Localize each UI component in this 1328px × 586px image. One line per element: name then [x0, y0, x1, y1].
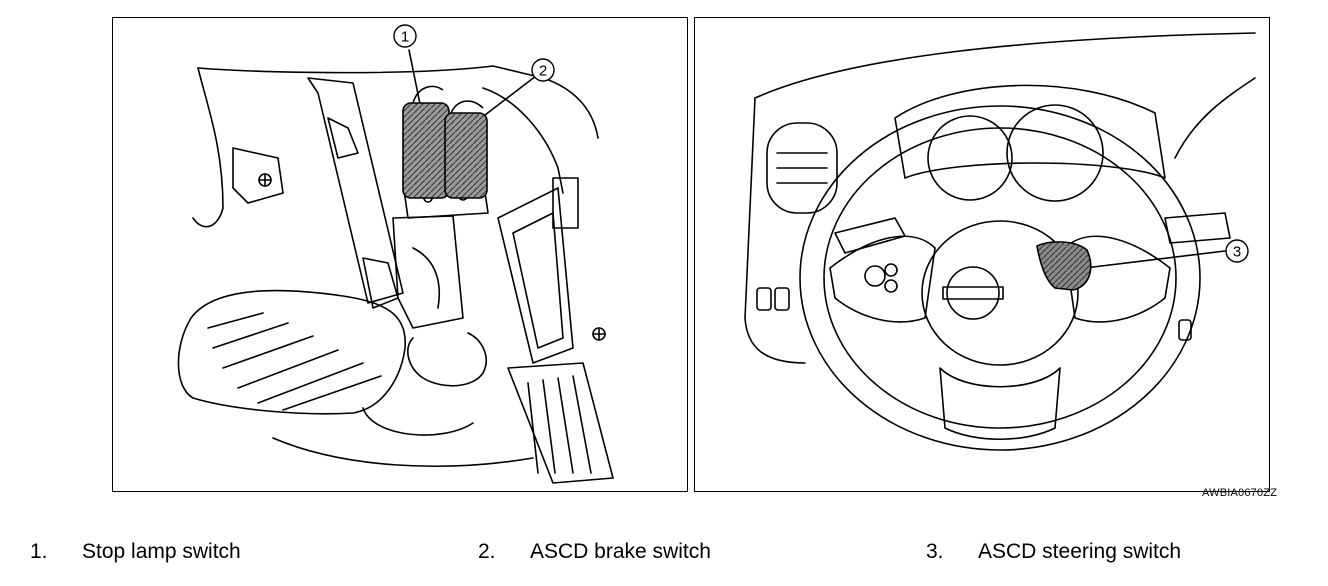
callout-3: 3	[1225, 239, 1249, 263]
emblem	[946, 266, 1000, 320]
ascd-steering-switch	[1036, 241, 1092, 291]
callout-leader-1	[408, 49, 421, 105]
steering-wheel-illustration: 3	[694, 17, 1270, 492]
air-vent	[766, 122, 838, 214]
callout-3-label: 3	[1233, 244, 1241, 261]
callout-1: 1	[393, 24, 417, 48]
brake-pedal-pad	[177, 289, 406, 415]
brake-pedal-illustration: 1 2	[112, 17, 688, 492]
legend-number: 2.	[478, 540, 496, 563]
pedal-arm	[307, 77, 404, 304]
lower-spoke	[939, 367, 1061, 440]
callout-2: 2	[531, 58, 555, 82]
callout-2-label: 2	[539, 63, 547, 80]
steering-hub	[921, 220, 1079, 366]
legend-label: ASCD steering switch	[978, 540, 1182, 563]
legend-label: ASCD brake switch	[530, 540, 711, 563]
legend-number: 1.	[30, 540, 48, 563]
figure-code: AWBIA0670ZZ	[1202, 487, 1278, 499]
callout-leader-2	[484, 75, 537, 116]
legend-number: 3.	[926, 540, 944, 563]
steering-wheel-rim	[799, 105, 1201, 451]
stop-lamp-switch	[402, 85, 450, 199]
legend-label: Stop lamp switch	[82, 540, 241, 563]
dashboard-top	[754, 32, 1256, 99]
wire	[482, 87, 564, 194]
accelerator-pedal	[507, 362, 614, 484]
steering-wheel-drawing: 3	[744, 32, 1256, 451]
left-spoke	[829, 235, 936, 323]
meter-hood	[894, 84, 1166, 179]
dashboard-left	[744, 97, 806, 364]
accelerator-bracket	[497, 187, 574, 364]
ascd-brake-switch	[444, 100, 488, 199]
callout-leader-3	[1084, 250, 1226, 269]
brake-pedal-drawing: 1 2	[177, 24, 614, 484]
boot	[407, 332, 487, 387]
firewall-edge	[197, 65, 599, 139]
left-bracket	[232, 147, 284, 204]
callout-1-label: 1	[401, 29, 409, 46]
